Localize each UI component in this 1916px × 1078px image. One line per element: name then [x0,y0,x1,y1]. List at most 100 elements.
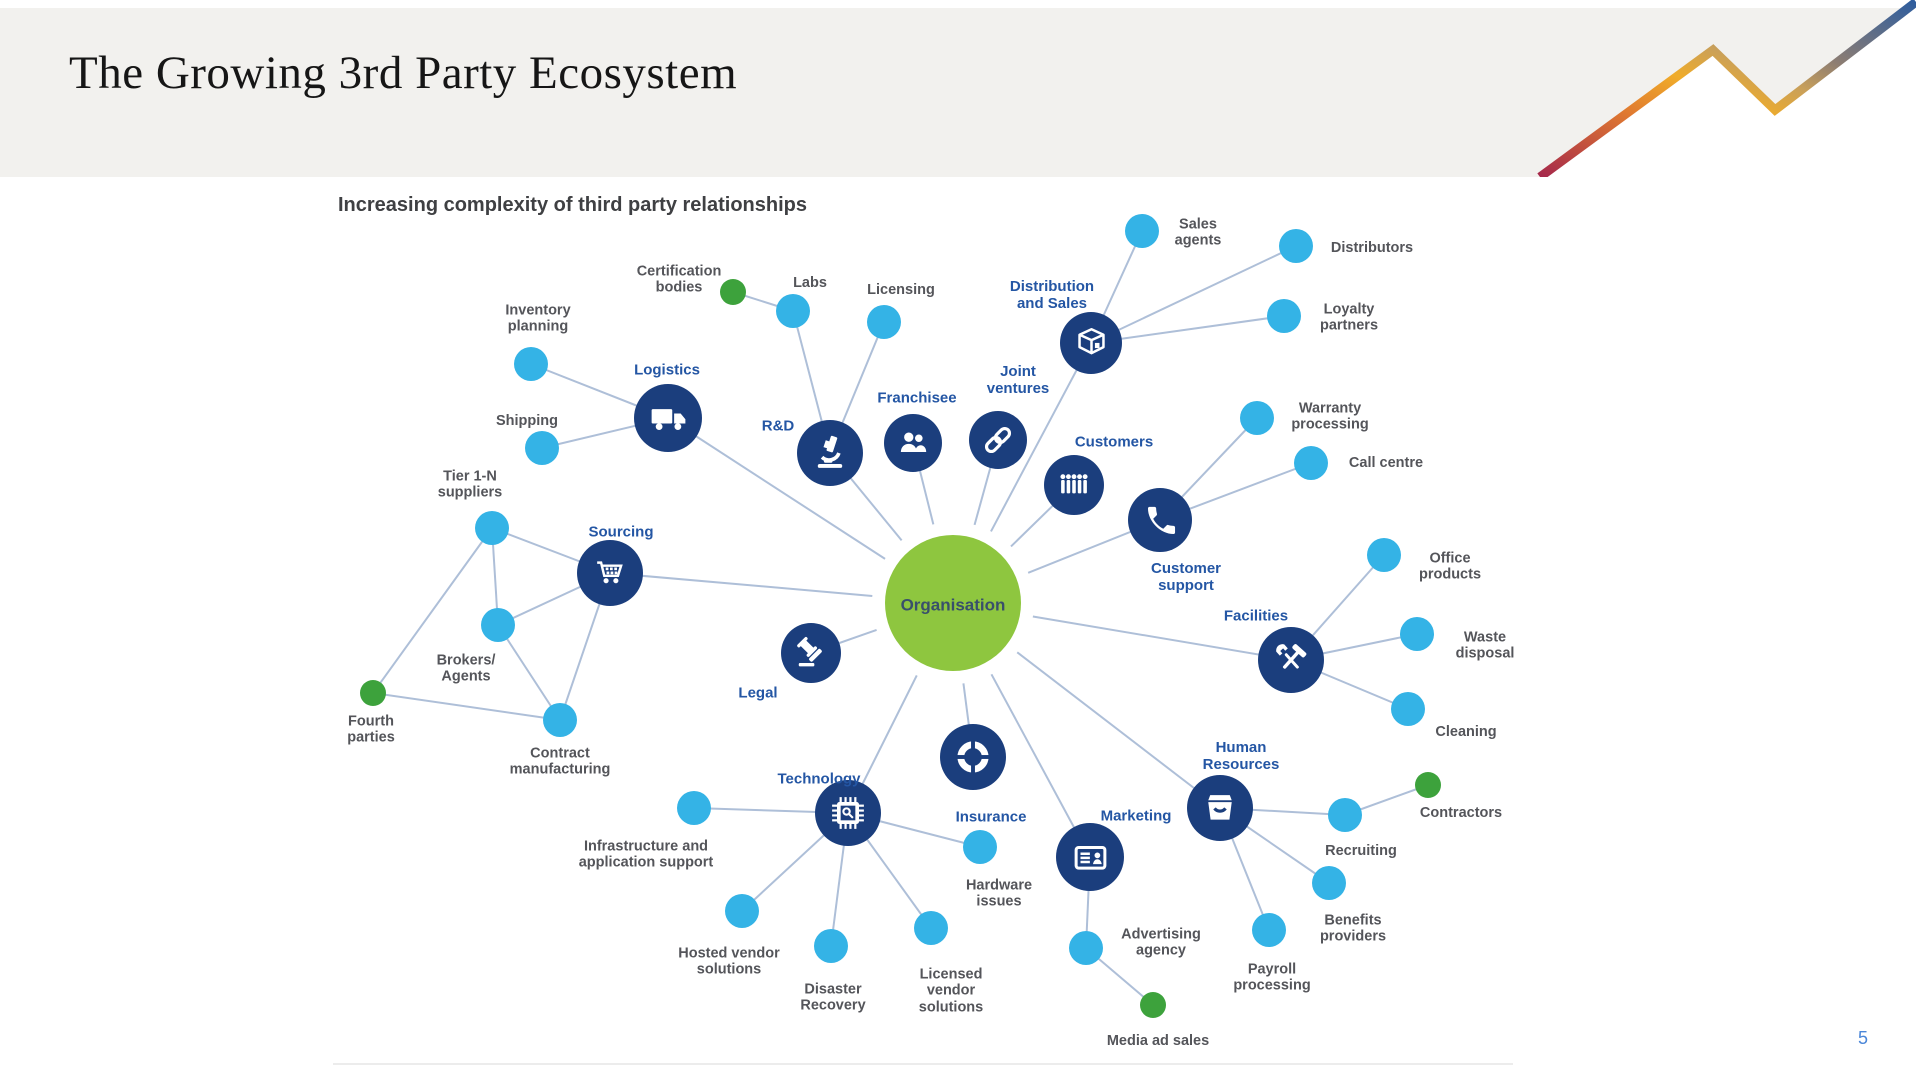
label-disaster: Disaster Recovery [800,981,866,1014]
label-marketing: Marketing [1100,807,1172,825]
label-distributors: Distributors [1330,239,1414,256]
storage-box-icon [1198,786,1242,830]
label-logistics: Logistics [634,361,700,379]
node-media_ad_sales [1140,992,1166,1018]
label-waste_disposal: Waste disposal [1455,629,1515,662]
label-franchisee: Franchisee [877,389,957,407]
truck-icon [646,396,691,441]
node-warranty [1240,401,1274,435]
label-joint_ventures: Joint ventures [986,363,1050,397]
label-distribution: Distribution and Sales [1009,278,1095,312]
label-contract_manufacturing: Contract manufacturing [509,745,611,778]
people-pair-icon [894,424,932,462]
edge-brokers-contract_manufacturing [497,624,561,721]
life-ring-icon [951,735,995,779]
node-insurance [940,724,1006,790]
node-human_resources [1187,775,1253,841]
node-distributors [1279,229,1313,263]
microscope-icon [808,431,852,475]
edge-fourth_parties-contract_manufacturing [372,692,561,721]
node-rnd [797,420,863,486]
node-facilities [1258,627,1324,693]
label-certification: Certification bodies [636,263,722,296]
node-inventory_planning [514,347,548,381]
node-certification [720,279,746,305]
zigzag-logo-icon [1537,0,1916,177]
gavel-icon [791,633,831,673]
edge-organisation-distribution [990,342,1092,532]
node-customer_support [1128,488,1192,552]
node-office_products [1367,538,1401,572]
page-number: 5 [1858,1028,1869,1048]
node-contract_manufacturing [543,703,577,737]
label-facilities: Facilities [1223,607,1289,625]
label-contractors: Contractors [1419,804,1503,821]
edge-organisation-sourcing [609,572,873,597]
node-labs [776,294,810,328]
label-recruiting: Recruiting [1325,842,1397,859]
label-cleaning: Cleaning [1435,723,1497,740]
node-infrastructure [677,791,711,825]
people-group-icon [1054,465,1094,505]
edge-tier_suppliers-fourth_parties [372,527,493,694]
node-tier_suppliers [475,511,509,545]
label-payroll: Payroll processing [1233,961,1311,994]
hammer-wrench-icon [1269,638,1313,682]
label-infrastructure: Infrastructure and application support [578,838,714,871]
node-benefits [1312,866,1346,900]
edge-organisation-logistics [667,417,886,560]
node-shipping [525,431,559,465]
edge-organisation-human_resources [1016,651,1221,809]
node-call_centre [1294,446,1328,480]
label-media_ad_sales: Media ad sales [1106,1032,1210,1049]
label-office_products: Office products [1418,550,1482,583]
label-customers: Customers [1074,433,1154,451]
node-loyalty [1267,299,1301,333]
node-technology [815,780,881,846]
chain-link-icon [979,421,1017,459]
label-technology: Technology [777,770,861,788]
node-joint_ventures [969,411,1027,469]
package-box-icon [1071,323,1112,364]
node-licensed_vendor [914,911,948,945]
node-contractors [1415,772,1441,798]
label-legal: Legal [738,684,778,702]
label-human_resources: Human Resources [1202,739,1280,773]
node-customers [1044,455,1104,515]
phone-handset-icon [1139,499,1181,541]
label-licensing: Licensing [867,281,935,298]
label-shipping: Shipping [495,412,559,429]
label-customer_support: Customer support [1150,560,1222,594]
edge-organisation-facilities [1032,615,1292,661]
label-inventory_planning: Inventory planning [505,302,571,335]
footer-divider [333,1063,1513,1065]
label-organisation: Organisation [900,595,1006,615]
label-hosted_vendor: Hosted vendor solutions [678,945,780,978]
node-licensing [867,305,901,339]
node-hardware [963,830,997,864]
label-advertising: Advertising agency [1121,926,1201,959]
label-fourth_parties: Fourth parties [347,713,395,746]
node-brokers [481,608,515,642]
node-waste_disposal [1400,617,1434,651]
node-marketing [1056,823,1124,891]
node-recruiting [1328,798,1362,832]
node-sourcing [577,540,643,606]
label-insurance: Insurance [955,808,1027,826]
node-legal [781,623,841,683]
node-organisation [885,535,1021,671]
node-cleaning [1391,692,1425,726]
label-labs: Labs [793,274,827,291]
edge-distribution-distributors [1090,245,1297,344]
node-advertising [1069,931,1103,965]
label-tier_suppliers: Tier 1-N suppliers [437,468,503,501]
edge-distribution-loyalty [1090,315,1285,344]
ad-card-icon [1068,835,1113,880]
label-benefits: Benefits providers [1319,912,1387,945]
diagram-subtitle: Increasing complexity of third party rel… [338,194,807,216]
label-sales_agents: Sales agents [1174,216,1222,249]
label-licensed_vendor: Licensed vendor solutions [918,966,984,1016]
slide-title: The Growing 3rd Party Ecosystem [69,47,738,99]
